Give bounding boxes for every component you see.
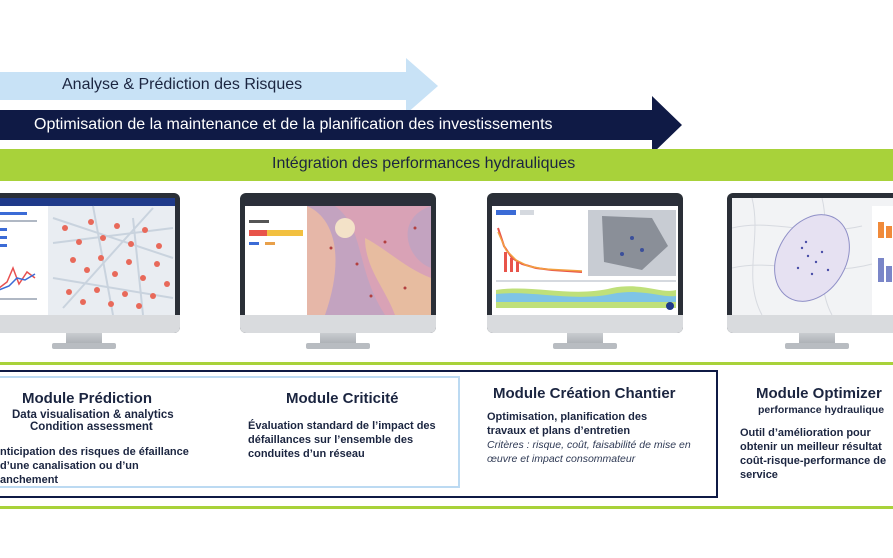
arrow-shape	[0, 58, 438, 114]
monitor-neck	[799, 333, 835, 343]
module-subtitle: performance hydraulique	[758, 404, 885, 416]
module-title: Module Prédiction	[22, 390, 153, 407]
monitor-foot	[785, 343, 849, 349]
monitor-frame	[240, 193, 436, 333]
arrow-label: Analyse & Prédiction des Risques	[62, 76, 303, 93]
module-subtitle: Condition assessment	[30, 421, 153, 433]
arrow-shape	[0, 149, 893, 181]
monitor-neck	[567, 333, 603, 343]
module-description: nticipation des risques de éfaillance d’…	[0, 446, 189, 486]
arrow-integration-hydraulique: Intégration des performances hydraulique…	[0, 145, 893, 185]
module-title: Module Optimizer	[756, 385, 882, 402]
arrow-label: Intégration des performances hydraulique…	[272, 155, 576, 172]
monitor-frame	[487, 193, 683, 333]
module-title: Module Criticité	[286, 390, 399, 407]
module-criticite: Module Criticité Évaluation standard de …	[248, 390, 453, 461]
monitor-prediction	[0, 193, 180, 353]
module-optimizer: Module Optimizer performance hydraulique…	[740, 385, 893, 482]
module-prediction: Module Prédiction Data visualisation & a…	[0, 390, 230, 487]
divider-bottom	[0, 506, 893, 509]
screenshot-criticite-map	[245, 198, 431, 315]
monitor-foot	[553, 343, 617, 349]
monitor-bezel	[487, 315, 683, 333]
module-description: Optimisation, planification des travaux …	[487, 411, 648, 437]
module-description: Évaluation standard de l’impact des défa…	[248, 420, 436, 460]
module-criteria: Critères : risque, coût, faisabilité de …	[487, 439, 691, 465]
divider-top	[0, 362, 893, 365]
monitor-bezel	[0, 315, 180, 333]
arrow-shape	[0, 96, 682, 154]
screenshot-chantier-dashboard	[492, 198, 678, 315]
module-chantier: Module Création Chantier Optimisation, p…	[487, 385, 702, 466]
monitor-foot	[306, 343, 370, 349]
monitor-frame	[0, 193, 180, 333]
arrow-analyse-prediction: Analyse & Prédiction des Risques	[0, 58, 438, 114]
screenshot-prediction-map	[0, 198, 175, 315]
box-prediction-chantier	[0, 370, 718, 498]
monitor-neck	[320, 333, 356, 343]
monitor-optimizer	[727, 193, 893, 353]
monitor-frame	[727, 193, 893, 333]
screenshot-optimizer-map	[732, 198, 893, 315]
module-title: Module Création Chantier	[493, 385, 676, 402]
module-description: Outil d’amélioration pour obtenir un mei…	[740, 427, 887, 481]
monitor-foot	[52, 343, 116, 349]
monitor-chantier	[487, 193, 683, 353]
arrow-optimisation-maintenance: Optimisation de la maintenance et de la …	[0, 96, 682, 154]
monitor-criticite	[240, 193, 436, 353]
monitor-neck	[66, 333, 102, 343]
arrow-label: Optimisation de la maintenance et de la …	[34, 116, 553, 133]
module-subtitle: Data visualisation & analytics	[12, 409, 174, 421]
monitor-bezel	[240, 315, 436, 333]
box-prediction-criticite	[0, 376, 460, 488]
monitor-bezel	[727, 315, 893, 333]
